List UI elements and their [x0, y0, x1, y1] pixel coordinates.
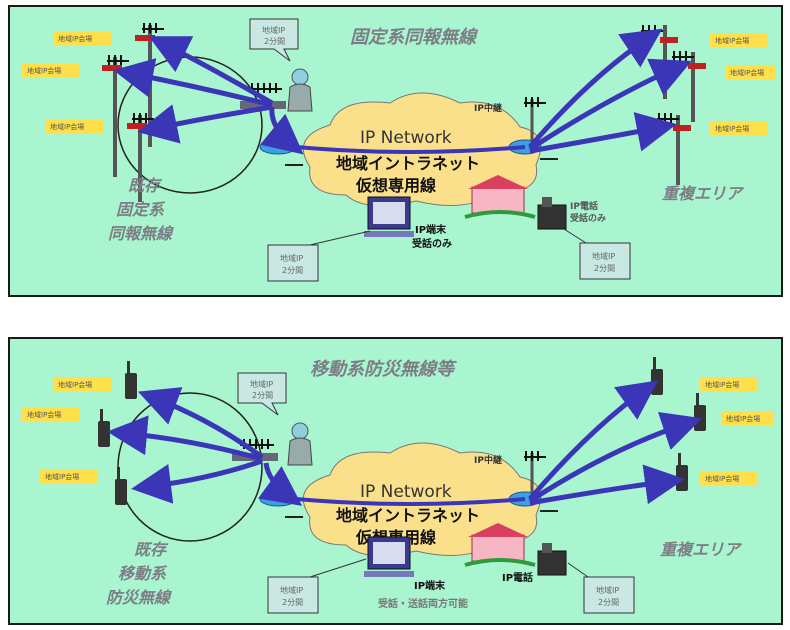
left-caption-2: 固定系 [116, 200, 166, 219]
antenna-tower-icon [672, 51, 706, 122]
svg-text:2分間: 2分間 [252, 391, 273, 400]
location-tag: 地域IP会場 [710, 121, 768, 135]
panel-fixed-broadcast: 固定系同報無線 地域IP会場 地域IP会場 [8, 5, 783, 297]
svg-text:地域IP会場: 地域IP会場 [715, 36, 749, 45]
pc-terminal-icon [364, 537, 414, 577]
network-diagram-mobile: 移動系防災無線等 地域IP会場 地域IP会場 地域IP会場 [10, 339, 781, 623]
relay-label: IP中継 [474, 102, 502, 114]
location-tag: 地域IP会場 [22, 63, 80, 77]
svg-text:地域IP会場: 地域IP会場 [705, 474, 739, 483]
location-tag: 地域IP会場 [45, 119, 103, 133]
callout-box: 地域IP 2分間 [238, 373, 286, 415]
callout-box: 地域IP 2分間 [268, 559, 366, 613]
svg-text:地域IP: 地域IP [262, 25, 285, 35]
handheld-radio-icon [694, 393, 706, 431]
location-tag: 地域IP会場 [726, 65, 776, 79]
cloud-line2: 地域イントラネット [336, 506, 480, 525]
svg-text:地域IP会場: 地域IP会場 [730, 68, 764, 77]
location-tag: 地域IP会場 [40, 469, 98, 483]
location-tag: 地域IP会場 [53, 377, 111, 391]
callout-box: 地域IP 2分間 [568, 563, 634, 613]
svg-text:2分間: 2分間 [282, 266, 303, 275]
svg-text:地域IP会場: 地域IP会場 [27, 66, 61, 75]
left-caption-3: 防災無線 [106, 588, 172, 607]
callout-box: 地域IP 2分間 [268, 231, 370, 281]
svg-text:地域IP: 地域IP [596, 585, 619, 595]
router-icon [260, 492, 303, 517]
location-tag: 地域IP会場 [22, 407, 80, 421]
ip-phone-icon [538, 543, 566, 575]
svg-text:2分間: 2分間 [282, 598, 303, 607]
handheld-radio-icon [98, 409, 110, 447]
svg-text:地域IP会場: 地域IP会場 [58, 380, 92, 389]
phone-caption: IP電話 [502, 571, 533, 584]
svg-text:2分間: 2分間 [598, 598, 619, 607]
pc-caption: IP端末 [414, 579, 446, 592]
speaker-figure-icon [288, 423, 312, 465]
left-caption-3: 同報無線 [108, 224, 174, 243]
speaker-figure-icon [288, 69, 312, 111]
svg-text:2分間: 2分間 [594, 264, 615, 273]
right-caption: 重複エリア [660, 540, 743, 559]
ip-phone-icon [538, 197, 566, 229]
svg-text:地域IP: 地域IP [280, 585, 303, 595]
pc-caption-2: 受話・送話両方可能 [378, 597, 468, 610]
panel-mobile-disaster: 移動系防災無線等 地域IP会場 地域IP会場 地域IP会場 [8, 337, 783, 625]
left-caption-1: 既存 [134, 540, 169, 559]
svg-text:地域IP: 地域IP [250, 379, 273, 389]
pc-terminal-icon [364, 197, 414, 237]
svg-text:地域IP会場: 地域IP会場 [58, 34, 92, 43]
svg-text:地域IP: 地域IP [280, 253, 303, 263]
location-tag: 地域IP会場 [53, 31, 111, 45]
signal-arrows-left [128, 43, 292, 145]
signal-arrows-left [122, 397, 290, 497]
svg-text:地域IP会場: 地域IP会場 [705, 380, 739, 389]
location-tag: 地域IP会場 [700, 471, 758, 485]
handheld-radio-icon [676, 453, 688, 491]
handheld-radio-icon [651, 357, 663, 395]
antenna-tower-icon [657, 113, 691, 185]
pc-caption-2: 受話のみ [412, 237, 452, 250]
relay-label: IP中継 [474, 454, 502, 466]
phone-caption: IP電話 [570, 200, 598, 212]
svg-text:地域IP会場: 地域IP会場 [715, 124, 749, 133]
svg-text:地域IP会場: 地域IP会場 [27, 410, 61, 419]
callout-box: 地域IP 2分間 [250, 19, 298, 61]
handheld-radio-icon [115, 467, 127, 505]
pc-caption: IP端末 [415, 223, 447, 236]
antenna-tower-icon [641, 25, 678, 99]
location-tag: 地域IP会場 [722, 411, 774, 425]
antenna-tower-icon [102, 55, 129, 177]
left-caption-2: 移動系 [118, 564, 168, 583]
panel-title: 固定系同報無線 [350, 27, 479, 48]
panel-title: 移動系防災無線等 [310, 359, 457, 380]
left-caption-1: 既存 [128, 176, 163, 195]
callout-box: 地域IP 2分間 [564, 229, 630, 279]
svg-text:2分間: 2分間 [264, 37, 285, 46]
network-diagram-fixed: 固定系同報無線 地域IP会場 地域IP会場 [10, 7, 781, 295]
cloud-line3: 仮想専用線 [355, 176, 436, 195]
location-tag: 地域IP会場 [710, 33, 768, 47]
signal-arrows-right [530, 37, 678, 151]
location-tag: 地域IP会場 [700, 377, 758, 391]
svg-text:地域IP会場: 地域IP会場 [45, 472, 79, 481]
phone-caption-2: 受話のみ [570, 212, 606, 224]
svg-text:地域IP会場: 地域IP会場 [50, 122, 84, 131]
cloud-title: IP Network [360, 128, 452, 148]
svg-text:地域IP会場: 地域IP会場 [726, 414, 760, 423]
cloud-title: IP Network [360, 482, 452, 502]
right-caption: 重複エリア [662, 184, 745, 203]
svg-text:地域IP: 地域IP [592, 251, 615, 261]
cloud-line2: 地域イントラネット [336, 154, 480, 173]
signal-arrows-right [530, 389, 688, 503]
router-icon [260, 140, 303, 165]
handheld-radio-icon [125, 361, 137, 399]
